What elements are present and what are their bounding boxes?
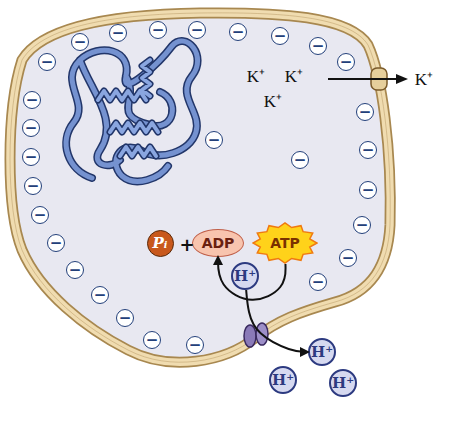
node-text: − [294,153,307,168]
reaction-arrow [246,290,308,352]
node-text: − [146,333,159,348]
node-text: − [362,143,375,158]
node-text: − [208,133,221,148]
node-text: − [340,55,353,70]
reaction-arrow [218,257,286,300]
node-text: − [69,263,82,278]
negative-charge: − [47,234,65,252]
node-text: − [342,251,355,266]
node-text: − [25,150,38,165]
proton-circle: H⁺ [308,338,336,366]
negative-charge: − [38,53,56,71]
cell-interior [10,13,390,362]
negative-charge: − [91,286,109,304]
negative-charge: − [359,181,377,199]
negative-charge: − [186,336,204,354]
negative-charge: − [271,27,289,45]
negative-charge: − [66,261,84,279]
phosphate-circle: Pᵢ [147,230,174,257]
negative-charge: − [71,33,89,51]
protein-ribbon [66,41,197,181]
negative-charge: − [116,309,134,327]
plus-sign: + [179,234,194,255]
node-text: − [50,236,63,251]
node-text: H⁺ [332,374,354,392]
node-text: − [25,121,38,136]
negative-charge: − [356,103,374,121]
negative-charge: − [309,273,327,291]
node-text: − [191,23,204,38]
adp-oval: ADP [192,229,244,257]
star-shape [253,223,317,263]
negative-charge: − [188,21,206,39]
negative-charge: − [24,177,42,195]
negative-charge: − [229,23,247,41]
node-text: ATP [270,235,300,251]
node-text: − [34,208,47,223]
node-text: − [27,179,40,194]
node-text: − [26,93,39,108]
negative-charge: − [22,148,40,166]
negative-charge: − [22,119,40,137]
node-text: Pᵢ [153,234,168,252]
potassium-ion: K⁺ [415,67,433,90]
potassium-arrow [328,74,408,84]
node-text: − [359,105,372,120]
negative-charge: − [23,91,41,109]
node-text: − [119,311,132,326]
node-text: − [152,23,165,38]
node-text: − [94,288,107,303]
negative-charge: − [339,249,357,267]
node-text: − [274,29,287,44]
proton-circle: H⁺ [231,262,259,290]
proton-pump [244,323,268,347]
node-text: − [312,275,325,290]
negative-charge: − [359,141,377,159]
potassium-ion: K⁺ [247,64,265,87]
atp-star: ATP [252,222,318,264]
node-text: H⁺ [234,267,256,285]
potassium-ion: K⁺ [264,89,282,112]
negative-charge: − [291,151,309,169]
negative-charge: − [337,53,355,71]
proton-circle: H⁺ [329,369,357,397]
node-text: − [112,26,125,41]
node-text: − [74,35,87,50]
node-text: − [362,183,375,198]
negative-charge: − [31,206,49,224]
negative-charge: − [109,24,127,42]
node-text: H⁺ [311,343,333,361]
potassium-ion: K⁺ [285,64,303,87]
negative-charge: − [309,37,327,55]
node-text: − [312,39,325,54]
node-text: − [41,55,54,70]
negative-charge: − [205,131,223,149]
node-text: ADP [202,235,235,251]
node-text: − [356,218,369,233]
cell-membrane-outer [10,13,390,362]
negative-charge: − [143,331,161,349]
negative-charge: − [353,216,371,234]
node-text: − [232,25,245,40]
node-text: − [189,338,202,353]
cell-membrane [10,13,390,362]
negative-charge: − [149,21,167,39]
node-text: H⁺ [272,371,294,389]
proton-circle: H⁺ [269,366,297,394]
